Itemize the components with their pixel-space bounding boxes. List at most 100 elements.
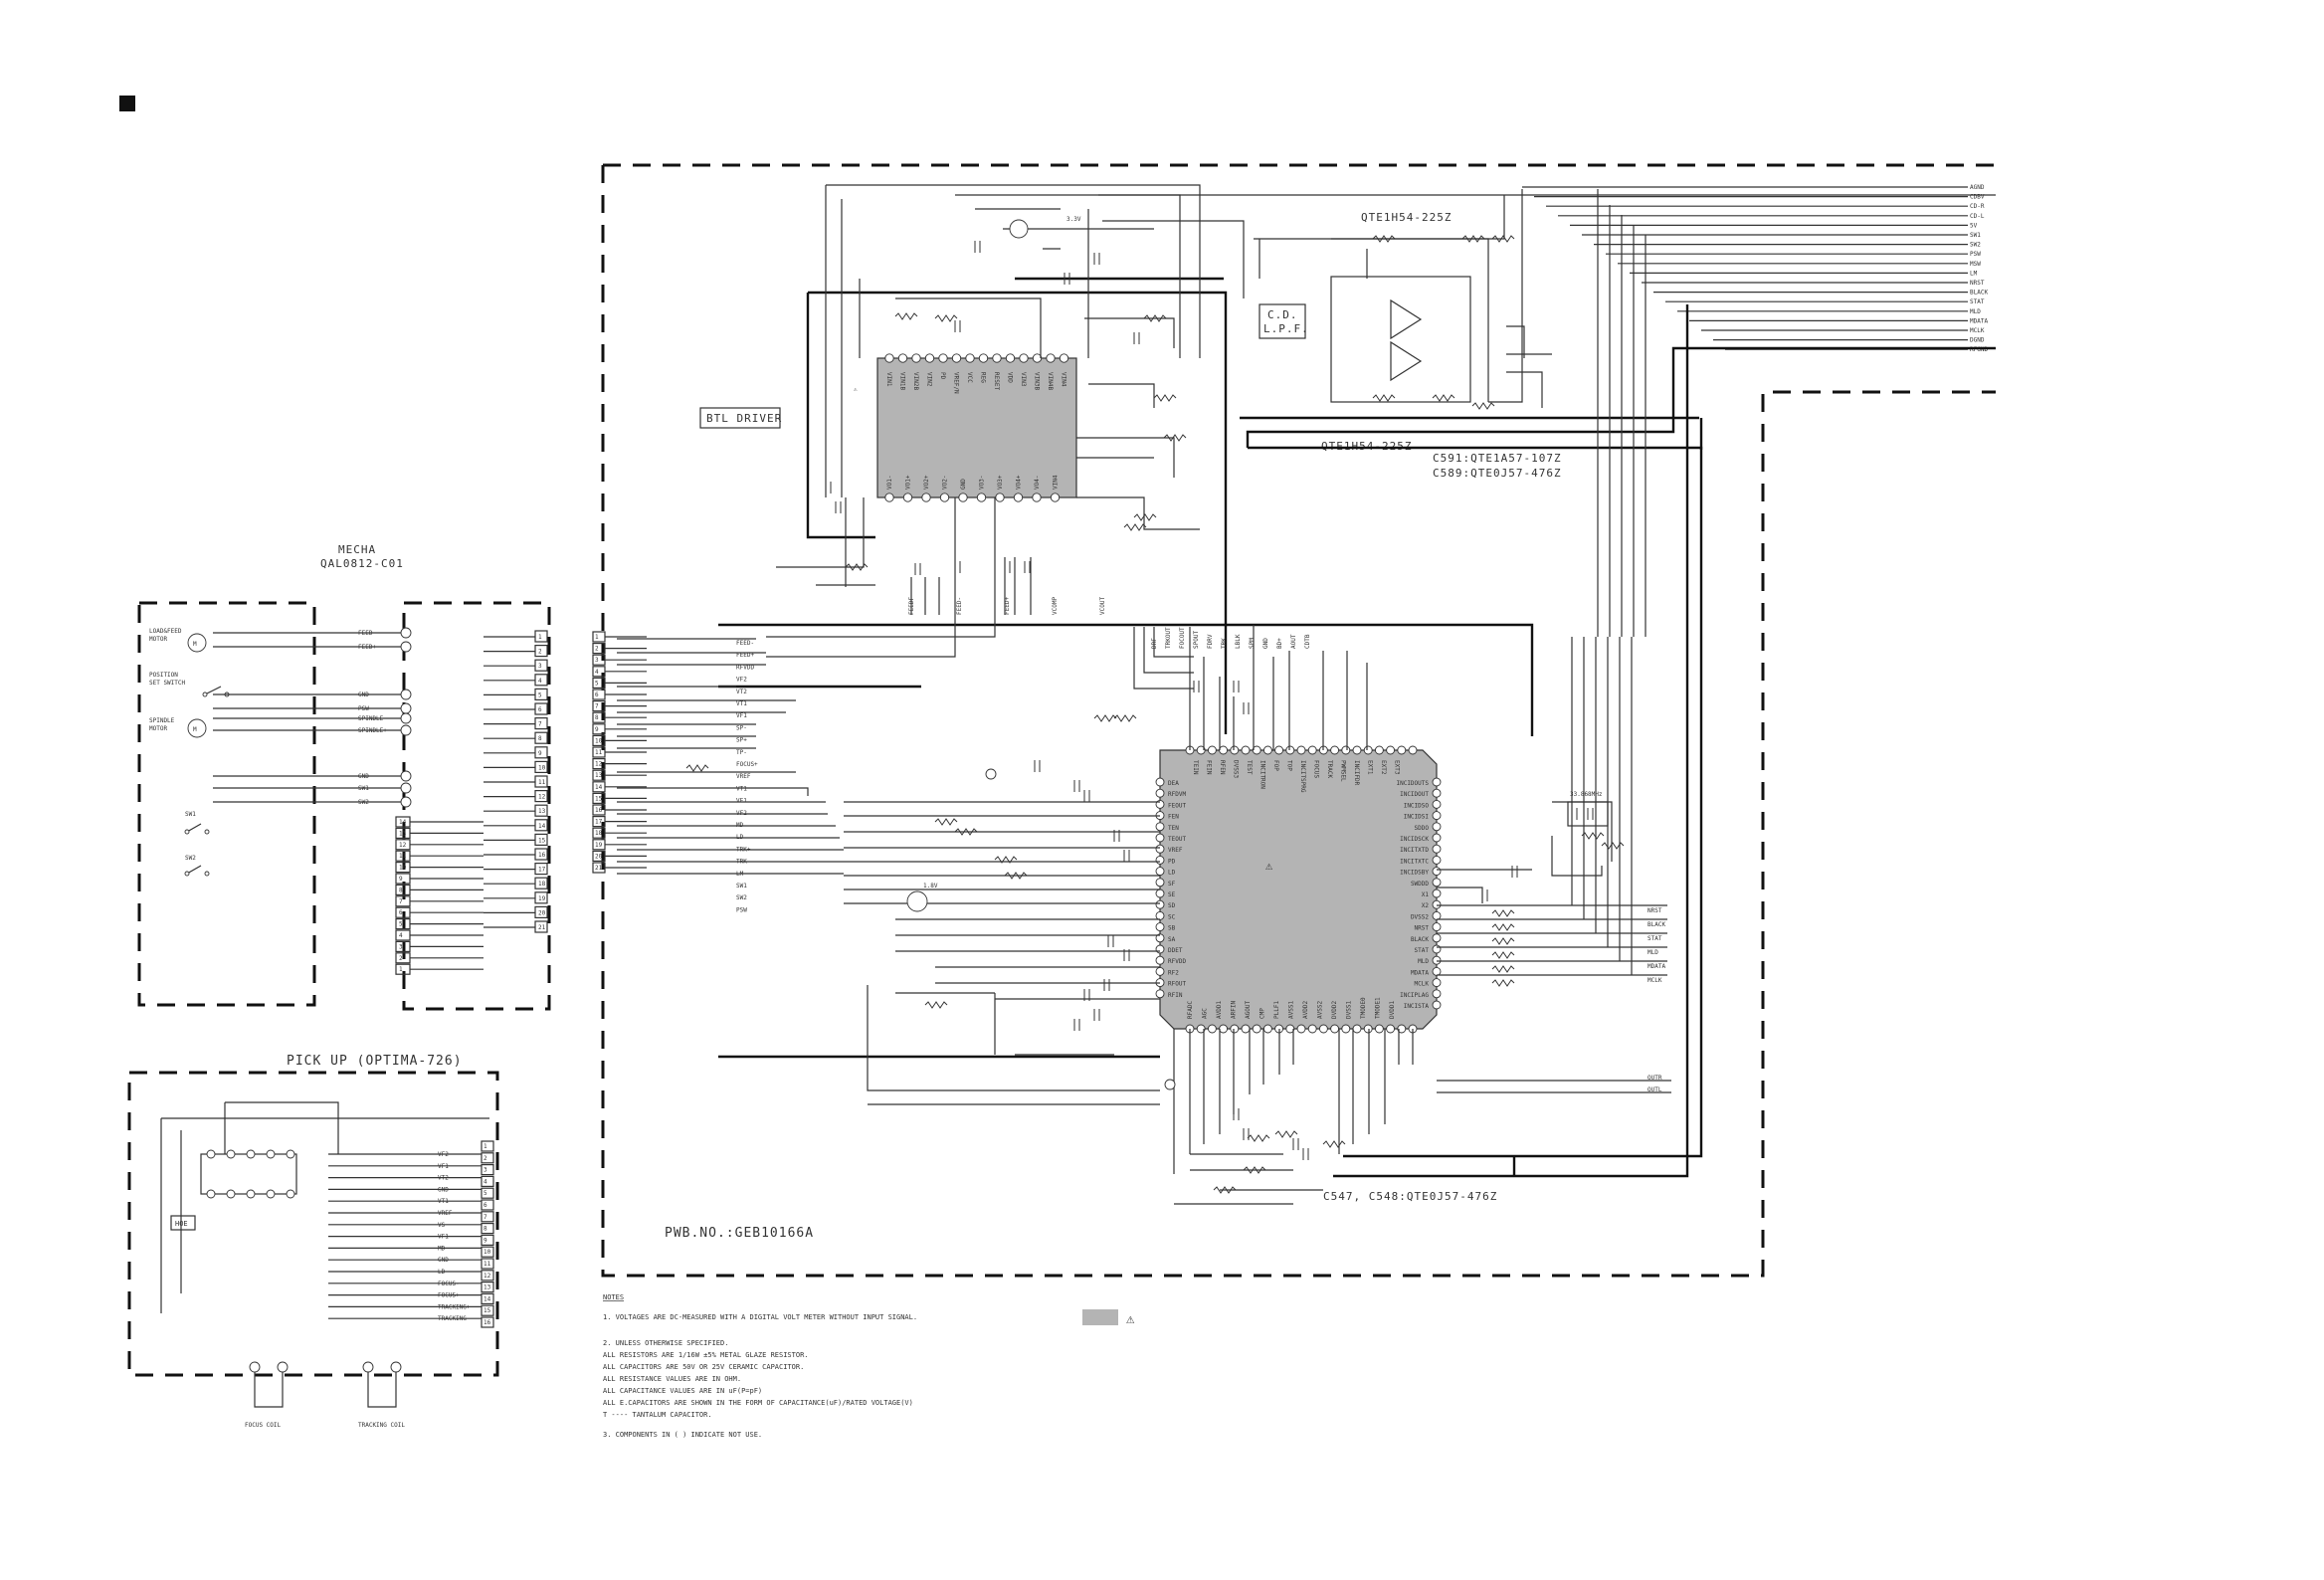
output-net-label: STAT	[1647, 935, 1662, 942]
dsp-left-pin-label: SB	[1168, 925, 1176, 932]
dsp-top-pin-label: TRACK	[1326, 760, 1333, 778]
mecha-title: MECHA	[338, 543, 376, 556]
btl-pin-top-label: VREF/N	[953, 372, 960, 394]
pickup-conn-pin	[481, 1140, 494, 1152]
capacitor	[1083, 989, 1090, 1001]
pickup-conn-pin	[481, 1175, 494, 1188]
dsp-top-pin-label: TOP	[1286, 760, 1293, 771]
dsp-right-pin-label: INCIDOUT	[1400, 791, 1429, 798]
capacitor	[1103, 979, 1110, 991]
btl-pin-top-label: PD	[939, 372, 946, 380]
crystal-oscillator: 33.868MHz	[1567, 791, 1609, 827]
dsp-pin-left	[1155, 777, 1165, 787]
dsp-pin-bottom	[1196, 1024, 1206, 1034]
c589-label: C589:QTE0J57-476Z	[1433, 467, 1562, 480]
right-bus-label: LM	[1970, 270, 1978, 277]
transistor-q-reg: 1.8V	[906, 883, 938, 912]
dsp-net-label: SPOUT	[1193, 631, 1200, 649]
btl-pin-bottom-label: VO2-	[942, 476, 949, 490]
dsp-top-pin-label: FOP	[1272, 760, 1279, 771]
dsp-bottom-pin-label: AVDD1	[1216, 1001, 1223, 1019]
svg-text:POSITION: POSITION	[149, 672, 178, 679]
dsp-left-pin-label: FEN	[1168, 814, 1179, 821]
dsp-pin-top	[1397, 745, 1407, 755]
btl-pin-bottom	[1013, 493, 1024, 502]
position-switch: POSITION SET SWITCH	[149, 672, 230, 697]
dsp-net-label: CDTB	[1304, 634, 1311, 649]
capacitor	[1113, 830, 1120, 842]
notes-shade-swatch	[1082, 1309, 1118, 1325]
dsp-pin-top	[1262, 745, 1272, 755]
dsp-net-label: FOCOUT	[1179, 627, 1186, 649]
right-signal-bus: AGNDCDBVCD-RCD-L5VSW1SW2PSWMSWLMNRSTBLAC…	[1522, 184, 1988, 353]
right-bus-label: DGND	[1970, 337, 1985, 344]
btl-pin-top	[938, 353, 948, 363]
mid-net-label: SW2	[736, 894, 747, 901]
dsp-top-pin-label: EXT3	[1394, 760, 1401, 775]
capacitor	[825, 482, 832, 494]
resistor	[1491, 937, 1515, 945]
output-net-label: OUTR	[1647, 1075, 1662, 1082]
dsp-pin-right	[1432, 922, 1442, 932]
notes-line: 2. UNLESS OTHERWISE SPECIFIED.	[603, 1339, 728, 1347]
resistor	[1163, 434, 1187, 442]
qte-top-label: QTE1H54-225Z	[1361, 211, 1452, 224]
capacitor	[1233, 681, 1240, 692]
resistor	[1491, 979, 1515, 987]
dsp-top-pin-label: PWMSEL	[1340, 760, 1347, 782]
test-point-1	[985, 768, 997, 780]
resistor	[924, 1001, 948, 1009]
flex-conn-pin-label: 5	[399, 921, 403, 928]
mecha-conn-pin-label: 4	[538, 678, 542, 685]
mid-net-label: VF1	[736, 798, 747, 805]
dsp-pin-bottom	[1296, 1024, 1306, 1034]
mid-net-label: VREF	[736, 773, 751, 780]
pickup-wiring	[160, 1101, 489, 1313]
btl-warning: ⚠	[854, 386, 858, 393]
dsp-pin-bottom	[1397, 1024, 1407, 1034]
left-conn-pin-label: 6	[595, 691, 599, 698]
dsp-top-pin-label: RFEN	[1219, 760, 1226, 775]
resistors	[685, 235, 1625, 1194]
focus-coil	[249, 1361, 289, 1408]
capacitor	[1481, 889, 1488, 901]
dsp-bottom-pin-label: AGOUT	[1245, 1001, 1252, 1019]
hoe-pin	[246, 1189, 256, 1199]
capacitor	[1034, 760, 1041, 772]
capacitor	[1292, 1138, 1299, 1150]
pickup-conn-pin-label: 13	[484, 1284, 491, 1291]
capacitor	[1587, 808, 1594, 820]
board-connector-left: 123456789101112131415161718192021FEED-FE…	[592, 631, 758, 913]
flex-conn-pin-label: 8	[399, 887, 403, 893]
pickup-conn-pin	[481, 1187, 494, 1199]
output-net-label: MCLK	[1647, 977, 1662, 984]
dsp-left-pin-label: FEOUT	[1168, 802, 1186, 809]
dsp-pin-left	[1155, 910, 1165, 920]
pickup-hoe-ic	[200, 1153, 297, 1195]
dsp-right-pin-label: INCIDSCK	[1400, 836, 1429, 843]
dsp-right-pin-label: MLD	[1418, 958, 1429, 965]
transistor-q-top	[1009, 219, 1029, 239]
btl-net-label: VCOUT	[1099, 597, 1106, 615]
resistor	[1491, 965, 1515, 973]
flex-conn-pin-label: 3	[399, 943, 403, 950]
dsp-pin-top	[1230, 745, 1240, 755]
dsp-left-pin-label: PD	[1168, 858, 1176, 865]
mecha-conn-pin-label: 3	[538, 663, 542, 670]
focus-coil-label: FOCUS COIL	[245, 1422, 282, 1429]
capacitor	[1024, 561, 1031, 573]
svg-text:1.8V: 1.8V	[923, 883, 938, 889]
btl-pin-top	[965, 353, 975, 363]
dsp-pin-left	[1155, 989, 1165, 999]
mid-net-label: PSW	[736, 906, 747, 913]
pickup-conn-pin-label: 4	[484, 1178, 487, 1185]
left-conn-pin-label: 9	[595, 726, 599, 733]
dsp-right-pin-label: X1	[1422, 891, 1430, 898]
flex-conn-pin-label: 11	[399, 853, 407, 860]
resistor	[1143, 314, 1167, 322]
btl-net-label: FEED+	[1004, 597, 1011, 615]
dsp-pin-bottom	[1230, 1024, 1240, 1034]
resistor	[1247, 1134, 1270, 1142]
pickup-conn-pin-label: 2	[484, 1155, 487, 1162]
mecha-wire-pin	[400, 770, 412, 782]
